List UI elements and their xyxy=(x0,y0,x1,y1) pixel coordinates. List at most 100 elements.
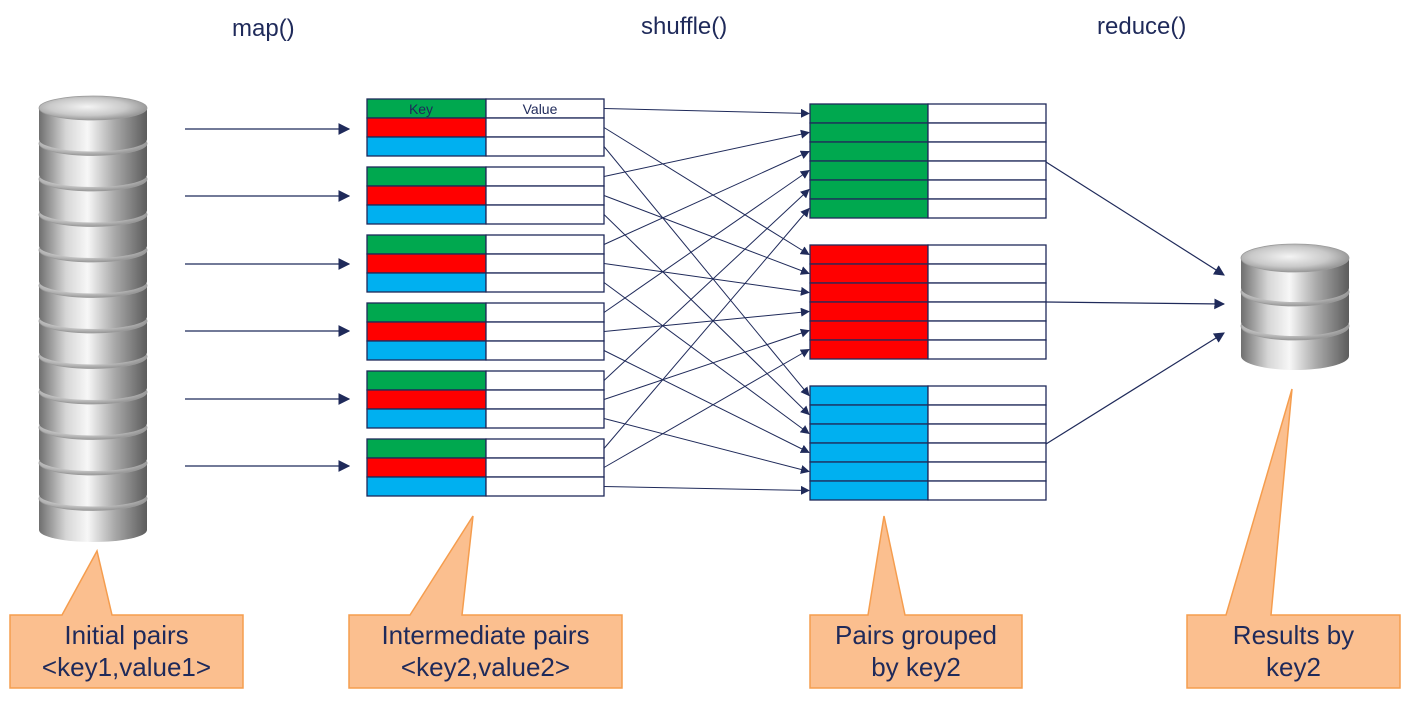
initial-pairs-line2: <key1,value1> xyxy=(41,652,212,682)
right-db-disk-top xyxy=(1240,243,1350,273)
results-line1: Results by xyxy=(1232,620,1355,650)
table-key-cell xyxy=(366,234,487,255)
table-value-cell xyxy=(485,321,605,342)
table-key-cell xyxy=(366,321,487,342)
group-key-cell xyxy=(809,480,929,501)
group-value-cell xyxy=(927,404,1047,425)
group-key-cell xyxy=(809,301,929,322)
table-value-cell xyxy=(485,204,605,225)
grouped-table xyxy=(809,244,1047,360)
initial-database-icon xyxy=(38,95,148,542)
group-key-cell xyxy=(809,320,929,341)
left-db-disk-bottom xyxy=(39,411,147,436)
shuffle-arrow xyxy=(603,485,810,495)
grouped-pairs-label: Pairs grouped by key2 xyxy=(810,619,1022,683)
table-value-cell xyxy=(485,302,605,323)
table-value-cell xyxy=(485,408,605,429)
table-key-cell xyxy=(366,204,487,225)
shuffle-arrow xyxy=(603,214,810,416)
group-key-cell xyxy=(809,198,929,219)
intermediate-pairs-line1: Intermediate pairs xyxy=(381,620,590,650)
table-key-cell xyxy=(366,408,487,429)
callout-intermediate-pairs xyxy=(348,515,623,689)
group-value-cell xyxy=(927,198,1047,219)
shuffle-arrow xyxy=(603,127,810,255)
right-db-disk-bottom xyxy=(1241,274,1349,302)
shuffle-arrow xyxy=(603,169,810,313)
shuffle-arrow xyxy=(603,195,810,275)
intermediate-pairs-line2: <key2,value2> xyxy=(400,652,571,682)
results-database-icon xyxy=(1240,243,1350,370)
left-db-disk-bottom xyxy=(39,305,147,329)
table-key-cell xyxy=(366,272,487,293)
table-key-cell xyxy=(366,253,487,274)
grouped-pairs-tables xyxy=(809,103,1047,501)
table-key-cell xyxy=(366,185,487,206)
group-key-cell xyxy=(809,160,929,181)
intermediate-table xyxy=(366,166,605,225)
left-db-disk-bottom xyxy=(39,518,147,542)
results-label: Results by key2 xyxy=(1187,619,1400,683)
group-value-cell xyxy=(927,480,1047,501)
table-value-cell xyxy=(485,272,605,293)
table-value-cell xyxy=(485,457,605,478)
group-value-cell xyxy=(927,339,1047,360)
group-key-cell xyxy=(809,122,929,143)
shuffle-arrow xyxy=(603,146,810,397)
right-db-disk-bottom xyxy=(1241,342,1349,370)
shuffle-arrow xyxy=(603,188,810,381)
group-value-cell xyxy=(927,301,1047,322)
group-key-cell xyxy=(809,385,929,406)
value-header-text: Value xyxy=(523,101,558,117)
group-value-cell xyxy=(927,320,1047,341)
intermediate-table xyxy=(366,302,605,361)
left-db-disk-bottom xyxy=(39,198,147,223)
reduce-arrow xyxy=(1045,161,1225,276)
table-value-cell xyxy=(485,136,605,157)
shuffle-arrow xyxy=(603,263,810,296)
reduce-phase-title: reduce() xyxy=(1097,13,1187,40)
group-value-cell xyxy=(927,160,1047,181)
intermediate-table xyxy=(366,234,605,293)
map-arrows xyxy=(185,123,351,472)
table-key-cell xyxy=(366,340,487,361)
table-key-cell xyxy=(366,370,487,391)
shuffle-arrow xyxy=(603,328,810,400)
shuffle-arrow xyxy=(603,418,810,474)
group-key-cell xyxy=(809,442,929,463)
left-db-disk-bottom xyxy=(39,269,147,294)
grouped-pairs-line2: by key2 xyxy=(871,652,961,682)
right-db-disk xyxy=(1240,243,1350,302)
map-phase-title: map() xyxy=(232,15,295,42)
table-value-cell xyxy=(485,340,605,361)
shuffle-phase-title: shuffle() xyxy=(641,13,728,40)
left-db-disk xyxy=(38,95,148,152)
table-value-cell xyxy=(485,166,605,187)
shuffle-arrow xyxy=(603,207,810,449)
intermediate-table xyxy=(366,370,605,429)
reduce-arrow xyxy=(1045,298,1226,310)
group-value-cell xyxy=(927,141,1047,162)
shuffle-arrow xyxy=(603,150,810,245)
group-value-cell xyxy=(927,179,1047,200)
shuffle-arrow xyxy=(603,350,810,453)
table-value-cell xyxy=(485,476,605,497)
table-key-cell xyxy=(366,389,487,410)
header-key-label: Key xyxy=(409,101,433,117)
grouped-pairs-line1: Pairs grouped xyxy=(835,620,997,650)
shuffle-arrows xyxy=(603,108,810,495)
shuffle-arrow xyxy=(603,349,810,468)
table-key-cell xyxy=(366,117,487,138)
results-line2: key2 xyxy=(1266,652,1321,682)
left-db-disk-bottom xyxy=(39,376,147,400)
left-db-disk-bottom xyxy=(39,447,147,471)
table-value-cell xyxy=(485,253,605,274)
group-value-cell xyxy=(927,263,1047,284)
table-key-cell xyxy=(366,302,487,323)
reduce-arrow xyxy=(1045,332,1225,445)
table-key-cell xyxy=(366,476,487,497)
grouped-table xyxy=(809,103,1047,219)
table-value-cell xyxy=(485,370,605,391)
